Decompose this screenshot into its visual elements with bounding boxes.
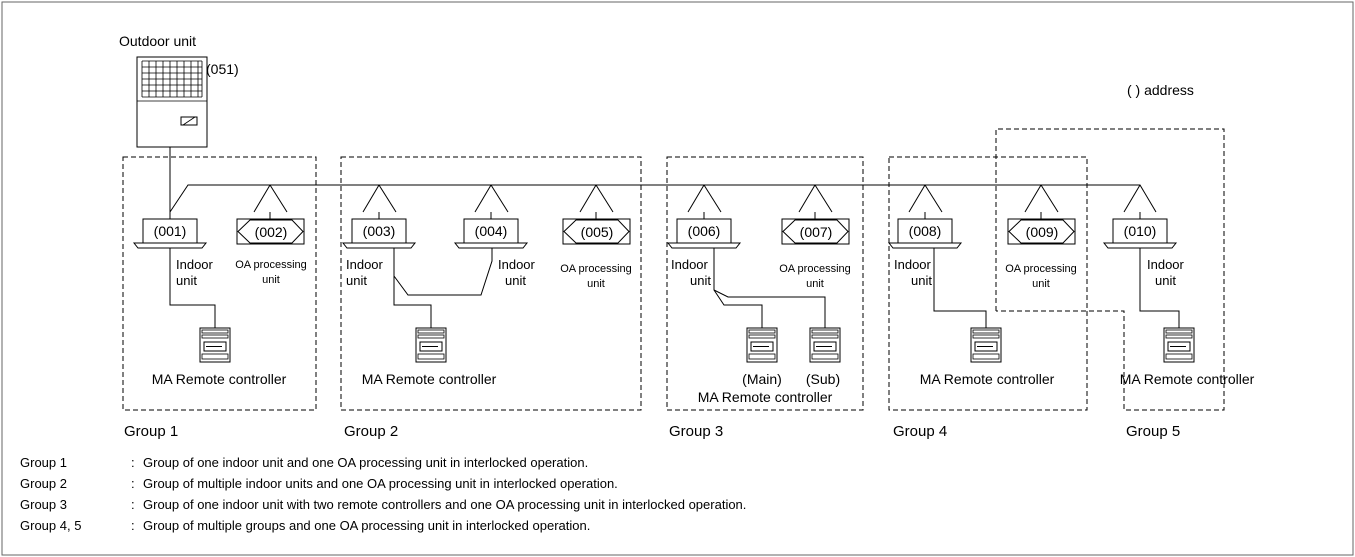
group-3-box [666,156,864,411]
unit-003-address: (003) [363,223,396,239]
oa-unit-009: (009) [1007,212,1076,245]
remote-controller-icon-g4 [970,327,1002,363]
indoor-unit-010: (010) [1102,212,1178,249]
group-2-label: Group 2 [344,423,398,440]
unit-010-label-2: unit [1155,273,1176,288]
group-1-label: Group 1 [124,423,178,440]
note-2-key: Group 2 [20,476,67,491]
address-legend: ( ) address [1127,82,1194,98]
unit-006-label: Indoor [671,257,709,272]
outdoor-unit-label: Outdoor unit [119,33,196,49]
unit-009-label-2: unit [1032,278,1050,290]
unit-010-address: (010) [1124,223,1157,239]
note-3-sep: : [131,497,135,512]
remote-label-g3-main: (Main) [742,371,782,387]
note-4-key: Group 4, 5 [20,518,81,533]
unit-005-label: OA processing [560,263,632,275]
unit-001-label-2: unit [176,273,197,288]
indoor-unit-004: (004) [453,212,529,249]
note-3-key: Group 3 [20,497,67,512]
unit-008-label: Indoor [894,257,932,272]
indoor-unit-001: (001) [132,212,208,249]
unit-002-label-2: unit [262,274,280,286]
unit-005-label-2: unit [587,278,605,290]
outdoor-address: (051) [206,61,239,77]
unit-008-address: (008) [909,223,942,239]
unit-007-label-2: unit [806,278,824,290]
notes: Group 1 : Group of one indoor unit and o… [20,455,746,533]
note-3-text: Group of one indoor unit with two remote… [143,497,746,512]
unit-007-label: OA processing [779,263,851,275]
remote-controller-icon-g1 [199,327,231,363]
oa-unit-005: (005) [562,212,631,245]
remote-controller-icon-g3-sub [809,327,841,363]
note-2-sep: : [131,476,135,491]
oa-unit-007: (007) [781,212,850,245]
unit-004-label: Indoor [498,257,536,272]
oa-unit-002: (002) [236,212,305,245]
note-1-text: Group of one indoor unit and one OA proc… [143,455,588,470]
note-1-sep: : [131,455,135,470]
group-4-box [888,156,1088,411]
remote-label-g1: MA Remote controller [152,371,287,387]
note-4-sep: : [131,518,135,533]
group-5-label: Group 5 [1126,423,1180,440]
unit-004-address: (004) [475,223,508,239]
unit-007-address: (007) [800,224,833,240]
group-5-box [995,128,1225,411]
unit-004-label-2: unit [505,273,526,288]
unit-001-address: (001) [154,223,187,239]
unit-009-label: OA processing [1005,263,1077,275]
remote-controller-icon-g3-main [746,327,778,363]
remote-label-g3-sub: (Sub) [806,371,840,387]
note-4-text: Group of multiple groups and one OA proc… [143,518,590,533]
indoor-unit-003: (003) [341,212,417,249]
unit-003-label: Indoor [346,257,384,272]
unit-006-label-2: unit [690,273,711,288]
group-1-box [122,156,317,411]
outdoor-unit-icon [136,56,208,148]
unit-002-address: (002) [255,224,288,240]
unit-005-address: (005) [581,224,614,240]
unit-009-address: (009) [1026,224,1059,240]
unit-008-label-2: unit [911,273,932,288]
remote-controller-icon-g2 [415,327,447,363]
unit-001-label: Indoor [176,257,214,272]
remote-controller-icon-g5 [1163,327,1195,363]
remote-label-g3: MA Remote controller [698,389,833,405]
note-2-text: Group of multiple indoor units and one O… [143,476,618,491]
group-3-label: Group 3 [669,423,723,440]
unit-006-address: (006) [688,223,721,239]
indoor-unit-008: (008) [887,212,963,249]
remote-label-g5: MA Remote controller [1120,371,1255,387]
note-1-key: Group 1 [20,455,67,470]
transmission-line [169,147,1157,213]
remote-label-g2: MA Remote controller [362,371,497,387]
unit-002-label: OA processing [235,259,307,271]
unit-010-label: Indoor [1147,257,1185,272]
group-2-box [340,156,642,411]
unit-003-label-2: unit [346,273,367,288]
group-4-label: Group 4 [893,423,947,440]
indoor-unit-006: (006) [666,212,742,249]
remote-label-g4: MA Remote controller [920,371,1055,387]
remote-wiring [169,248,1180,328]
